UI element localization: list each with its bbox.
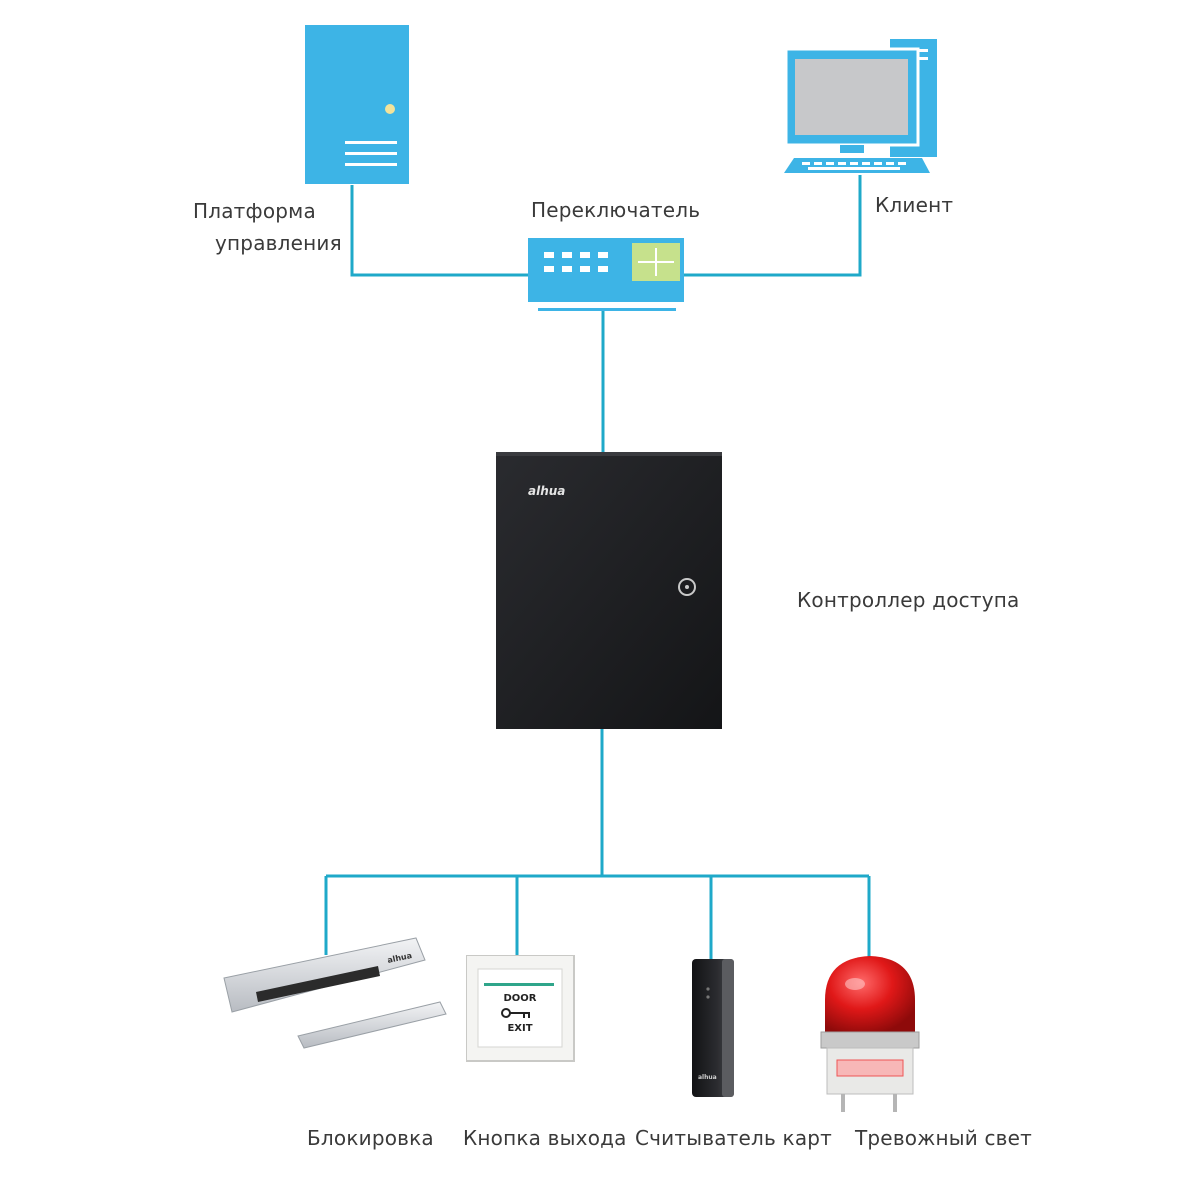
line-server-to-switch bbox=[350, 185, 530, 277]
magnetic-lock-icon: alhua bbox=[223, 937, 447, 1049]
card-reader-label: Считыватель карт bbox=[635, 1126, 833, 1150]
server-icon bbox=[305, 25, 409, 184]
exit-button-bottom-text: EXIT bbox=[507, 1023, 532, 1034]
exit-button-icon: DOOR EXIT bbox=[466, 955, 575, 1062]
alarm-light-label: Тревожный свет bbox=[855, 1126, 1033, 1150]
access-controller-icon: alhua bbox=[496, 452, 722, 729]
line-client-to-switch bbox=[684, 175, 862, 277]
platform-label-line1: Платформа bbox=[193, 199, 316, 223]
desktop-computer-icon bbox=[784, 39, 937, 173]
card-reader-icon: alhua bbox=[692, 959, 734, 1097]
client-label: Клиент bbox=[875, 193, 954, 217]
exit-button-top-text: DOOR bbox=[503, 993, 536, 1004]
platform-label-line2: управления bbox=[215, 231, 342, 255]
exit-button-label: Кнопка выхода bbox=[463, 1126, 627, 1150]
network-switch-icon bbox=[528, 238, 684, 311]
switch-label: Переключатель bbox=[531, 198, 701, 222]
controller-brand-logo: alhua bbox=[528, 484, 565, 498]
controller-label: Контроллер доступа bbox=[797, 588, 1020, 612]
lock-label: Блокировка bbox=[307, 1126, 434, 1150]
reader-brand-logo: alhua bbox=[698, 1074, 717, 1081]
alarm-light-icon bbox=[820, 956, 920, 1112]
